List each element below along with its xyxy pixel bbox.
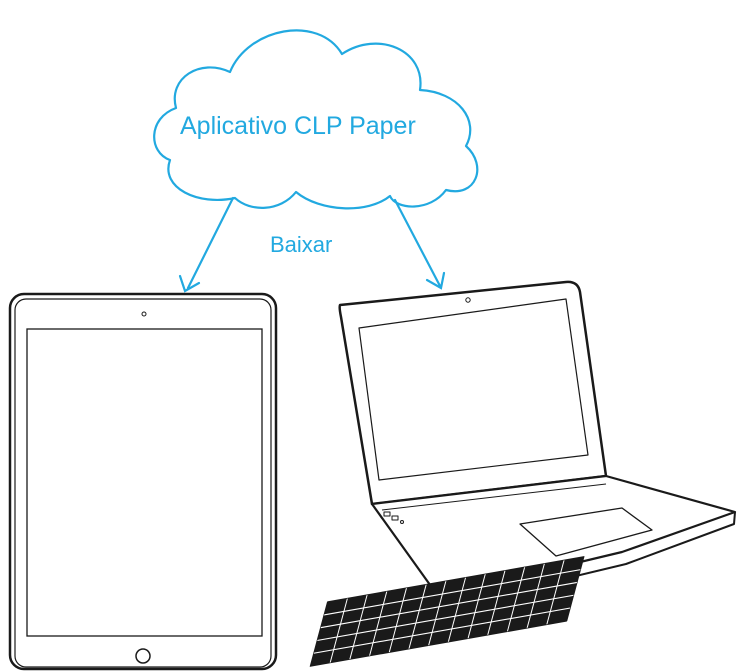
- cloud-icon: [153, 29, 479, 210]
- tablet-icon: [8, 292, 278, 671]
- download-label: Baixar: [270, 232, 333, 257]
- download-arrows: [178, 196, 446, 293]
- arrow-head-laptop: [425, 271, 446, 290]
- touchpad: [519, 507, 653, 557]
- arrow-to-laptop: [393, 198, 442, 288]
- keyboard: [309, 556, 585, 667]
- arrow-to-tablet: [186, 196, 235, 290]
- laptop-icon: [309, 280, 737, 667]
- arrow-head-tablet: [178, 274, 201, 293]
- cloud-label: Aplicativo CLP Paper: [180, 112, 416, 140]
